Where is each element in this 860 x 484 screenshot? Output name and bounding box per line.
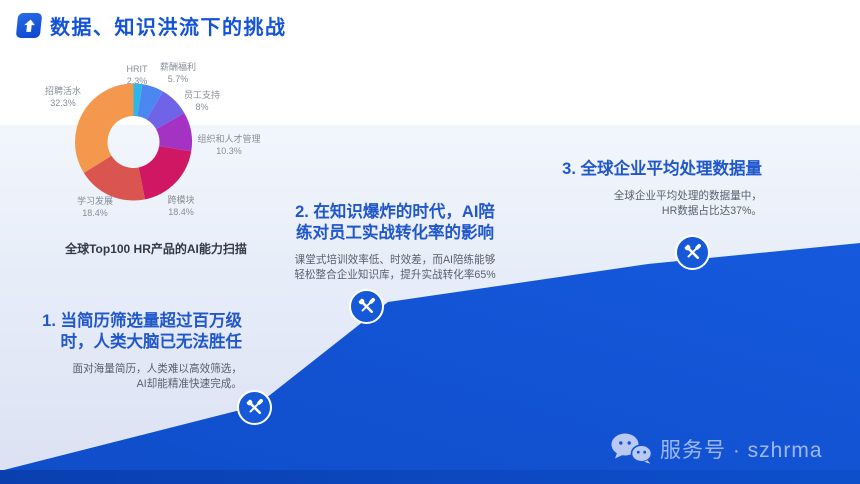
- milestone-badge-3: [674, 235, 710, 270]
- point-3-body: 全球企业平均处理的数据量中， HR数据占比达37%。: [613, 190, 762, 217]
- point-block-1: 1. 当简历筛选量超过百万级 时，人类大脑已无法胜任 面对海量简历，人类难以高效…: [18, 311, 242, 391]
- donut-slice: [133, 83, 143, 117]
- mountain-shape: [0, 243, 860, 484]
- point-block-2: 2. 在知识爆炸的时代，AI陪 练对员工实战转化率的影响 课堂式培训效率低、时效…: [284, 202, 506, 282]
- point-1-body: 面对海量简历，人类难以高效筛选， AI却能精准快速完成。: [72, 363, 243, 390]
- donut-chart: [75, 83, 193, 201]
- logo: [15, 13, 43, 38]
- wrench-screwdriver-icon: [244, 396, 263, 414]
- point-2-body: 课堂式培训效率低、时效差，而AI陪练能够 轻松整合企业知识库，提升实战转化率65…: [294, 254, 496, 281]
- up-arrow-icon: [23, 19, 35, 32]
- bottom-accent-bar: [0, 470, 860, 484]
- donut-slice: [75, 83, 134, 173]
- point-2-heading: 2. 在知识爆炸的时代，AI陪 练对员工实战转化率的影响: [295, 203, 495, 242]
- donut-slice: [156, 113, 193, 152]
- donut-slice: [146, 91, 185, 130]
- wrench-screwdriver-icon: [355, 296, 375, 314]
- point-3-heading: 3. 全球企业平均处理数据量: [562, 160, 762, 178]
- donut-slice: [83, 155, 145, 201]
- point-block-3: 3. 全球企业平均处理数据量 全球企业平均处理的数据量中， HR数据占比达37%…: [552, 159, 762, 218]
- page-title: 数据、知识洪流下的挑战: [50, 17, 287, 39]
- wechat-label: 服务号 · szhrma: [660, 438, 823, 462]
- point-1-heading: 1. 当简历筛选量超过百万级 时，人类大脑已无法胜任: [42, 312, 242, 351]
- milestone-badge-1: [237, 389, 272, 425]
- header: 数据、知识洪流下的挑战: [15, 11, 287, 40]
- wechat-chat-bubbles-icon: [611, 433, 652, 464]
- wrench-screwdriver-icon: [681, 242, 701, 260]
- wechat-footer: 服务号 · szhrma: [610, 432, 823, 465]
- milestone-badge-2: [348, 289, 384, 324]
- donut-slice: [137, 84, 163, 120]
- donut-slice: [138, 146, 192, 200]
- chart-caption: 全球Top100 HR产品的AI能力扫描: [65, 242, 247, 256]
